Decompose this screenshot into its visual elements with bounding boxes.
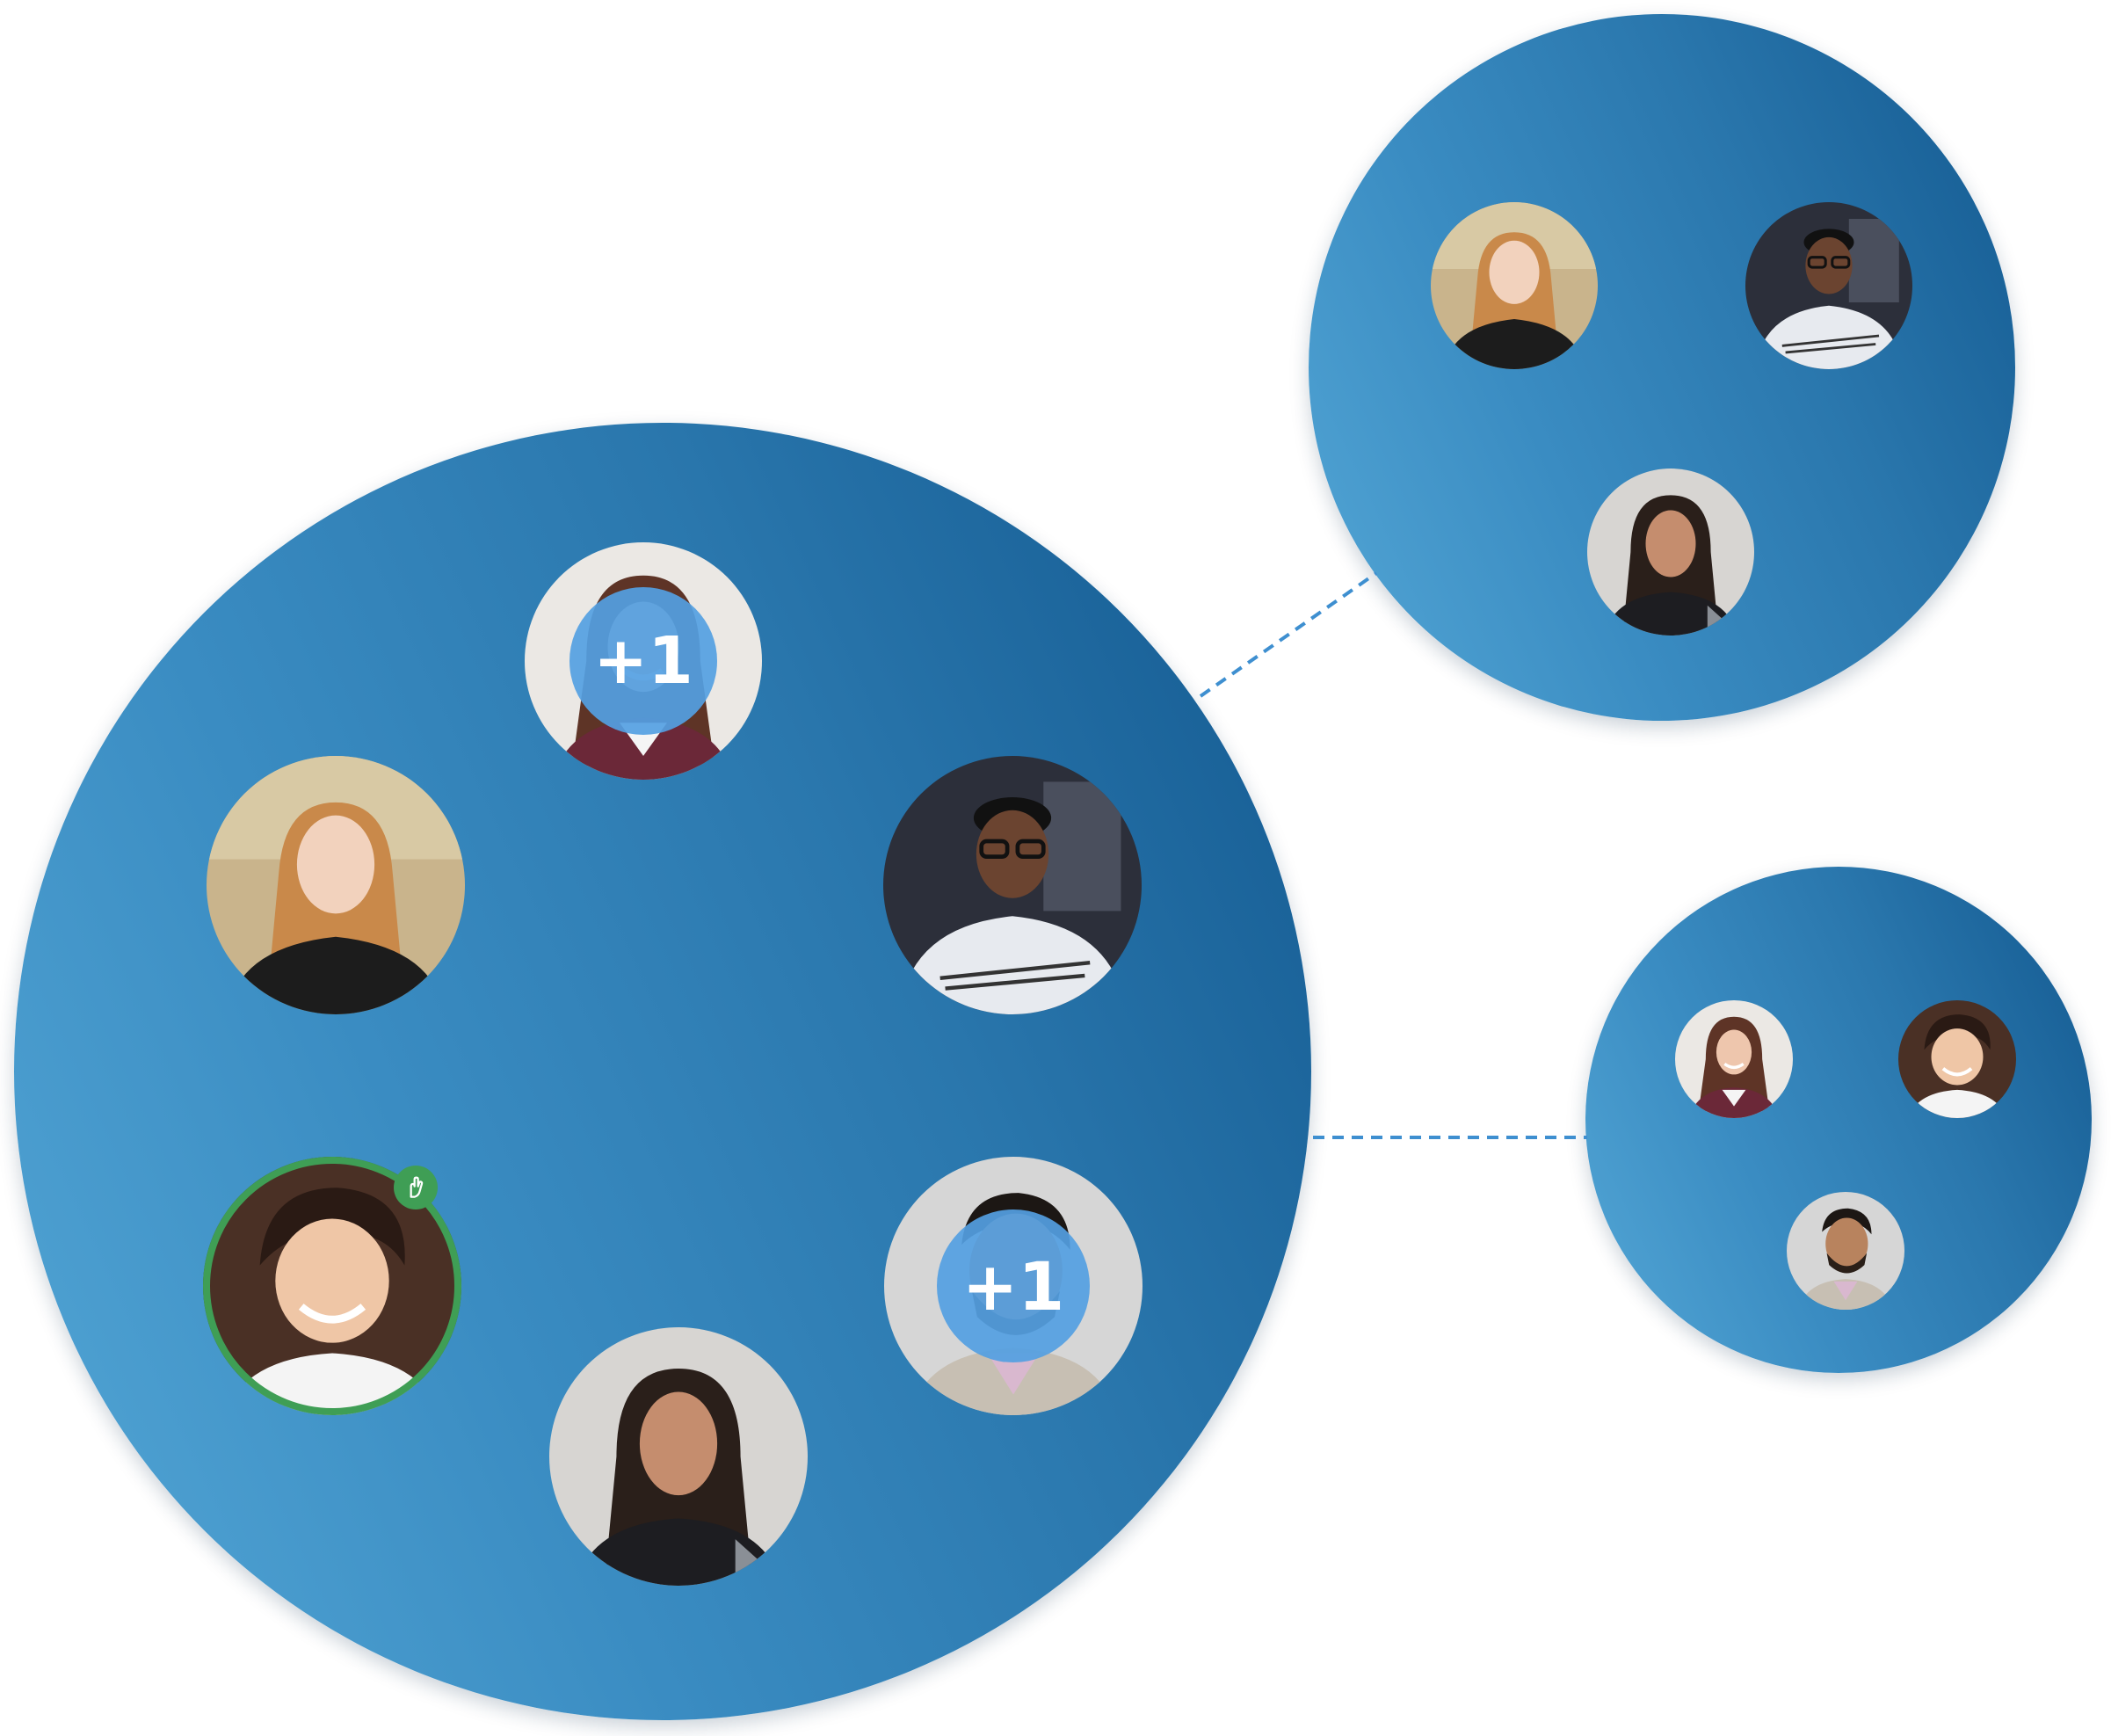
link-to-breakout-1 — [1199, 571, 1378, 698]
hand-icon — [402, 1173, 430, 1202]
overflow-count-badge-2[interactable]: +1 — [937, 1209, 1090, 1362]
active-speaker-ring — [203, 1157, 461, 1415]
breakout1-avatar-woman-dark-hair[interactable] — [1587, 469, 1754, 636]
avatar-woman-blonde-hair[interactable] — [207, 756, 465, 1014]
breakout1-avatar-man-glasses[interactable] — [1745, 202, 1912, 369]
hand-raised-badge[interactable] — [394, 1166, 438, 1209]
breakout2-avatar-smiling-young-man[interactable] — [1898, 1000, 2016, 1118]
breakout1-avatar-woman-blonde-hair[interactable] — [1431, 202, 1598, 369]
overflow-count-badge[interactable]: +1 — [569, 587, 717, 735]
breakout2-avatar-woman-brown-hair[interactable] — [1675, 1000, 1793, 1118]
avatar-man-glasses[interactable] — [883, 756, 1142, 1014]
breakout2-avatar-man-beard[interactable] — [1787, 1192, 1904, 1310]
avatar-woman-dark-hair[interactable] — [549, 1327, 808, 1586]
